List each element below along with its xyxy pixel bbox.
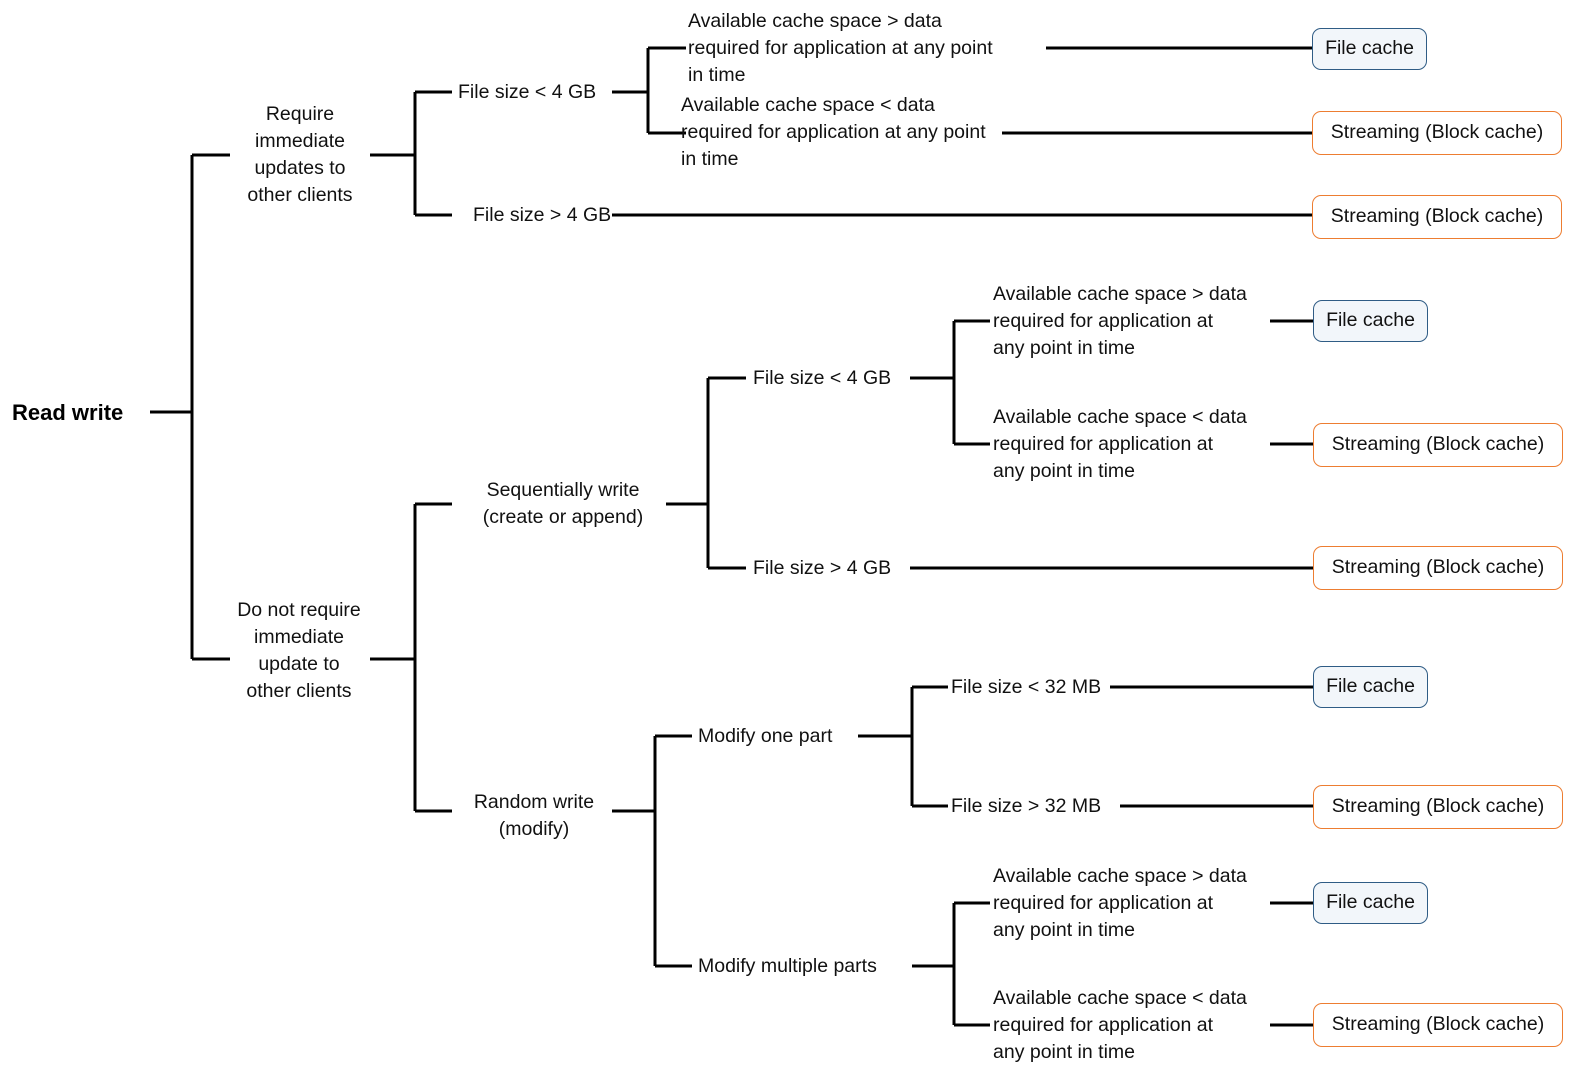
node-modify-multiple-parts[interactable]: Modify multiple parts xyxy=(698,955,877,977)
node-file-size-lt-32mb[interactable]: File size < 32 MB xyxy=(951,676,1102,698)
leaf-file-cache-2[interactable]: File cache xyxy=(1313,300,1428,342)
node-seq-file-size-lt-4gb[interactable]: File size < 4 GB xyxy=(753,367,892,389)
node-random-write[interactable]: Random write (modify) xyxy=(473,791,595,840)
node-do-not-require-immediate-update[interactable]: Do not require immediate update to other… xyxy=(237,599,361,702)
node-sequentially-write[interactable]: Sequentially write (create or append) xyxy=(482,479,644,528)
leaf-streaming-block-cache-2[interactable]: Streaming (Block cache) xyxy=(1312,195,1562,239)
node-file-size-gt-32mb[interactable]: File size > 32 MB xyxy=(951,795,1102,817)
leaf-streaming-block-cache-3[interactable]: Streaming (Block cache) xyxy=(1313,423,1563,467)
node-a-file-size-lt-4gb[interactable]: File size < 4 GB xyxy=(458,81,597,103)
leaf-streaming-block-cache-6[interactable]: Streaming (Block cache) xyxy=(1313,1003,1563,1047)
cond-multi-cache-gt-data[interactable]: Available cache space > data required fo… xyxy=(993,865,1247,941)
leaf-file-cache-4[interactable]: File cache xyxy=(1313,882,1428,924)
cond-seq-cache-gt-data[interactable]: Available cache space > data required fo… xyxy=(993,283,1247,359)
node-modify-one-part[interactable]: Modify one part xyxy=(698,725,833,747)
leaf-file-cache-1[interactable]: File cache xyxy=(1312,28,1427,70)
leaf-streaming-block-cache-5[interactable]: Streaming (Block cache) xyxy=(1313,785,1563,829)
cond-multi-cache-lt-data[interactable]: Available cache space < data required fo… xyxy=(993,987,1247,1063)
leaf-streaming-block-cache-4[interactable]: Streaming (Block cache) xyxy=(1313,546,1563,590)
cond-a-cache-lt-data[interactable]: Available cache space < data required fo… xyxy=(681,94,986,170)
leaf-streaming-block-cache-1[interactable]: Streaming (Block cache) xyxy=(1312,111,1562,155)
cond-a-cache-gt-data[interactable]: Available cache space > data required fo… xyxy=(688,10,993,86)
node-seq-file-size-gt-4gb[interactable]: File size > 4 GB xyxy=(753,557,892,579)
node-require-immediate-updates[interactable]: Require immediate updates to other clien… xyxy=(247,103,353,206)
root-label: Read write xyxy=(12,400,124,425)
cond-seq-cache-lt-data[interactable]: Available cache space < data required fo… xyxy=(993,406,1247,482)
node-a-file-size-gt-4gb[interactable]: File size > 4 GB xyxy=(473,204,612,226)
leaf-file-cache-3[interactable]: File cache xyxy=(1313,666,1428,708)
